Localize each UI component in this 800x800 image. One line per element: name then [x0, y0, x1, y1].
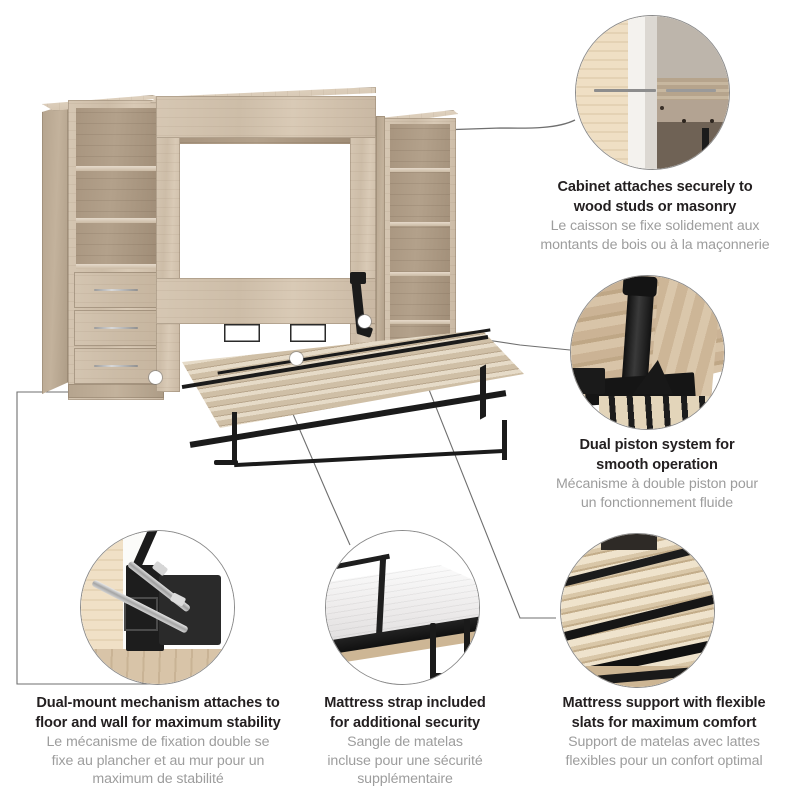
product-image	[28, 82, 528, 468]
caption-fr-line1: Le caisson se fixe solidement aux	[550, 218, 760, 235]
caption-cabinet-mounting: Cabinet attaches securely to wood studs …	[510, 178, 800, 254]
caption-fr-line2: fixe au plancher et au mur pour un	[51, 752, 265, 769]
caption-en-line1: Cabinet attaches securely to	[557, 179, 753, 195]
caption-en-line1: Mattress support with flexible	[562, 695, 766, 711]
caption-en-line2: wood studs or masonry	[573, 198, 737, 215]
detail-photo-mattress-strap	[325, 530, 480, 685]
detail-photo-dual-piston	[570, 275, 725, 430]
caption-fr-line2: incluse pour une sécurité	[327, 752, 483, 769]
caption-fr-line2: flexibles pour un confort optimal	[565, 752, 763, 769]
caption-fr-line1: Mécanisme à double piston pour	[555, 476, 759, 493]
caption-en-line2: floor and wall for maximum stability	[35, 714, 281, 731]
caption-en-line2: for additional security	[329, 714, 481, 731]
caption-fr-line3: supplémentaire	[357, 770, 453, 787]
caption-en-line1: Dual-mount mechanism attaches to	[36, 695, 280, 711]
caption-en-line1: Mattress strap included	[324, 695, 486, 711]
caption-en-line1: Dual piston system for	[579, 437, 735, 453]
caption-fr-line2: montants de bois ou à la maçonnerie	[540, 236, 770, 253]
caption-en-line2: smooth operation	[596, 456, 718, 473]
caption-fr-line1: Support de matelas avec lattes	[568, 734, 760, 751]
caption-fr-line3: maximum de stabilité	[92, 770, 224, 787]
caption-fr-line1: Sangle de matelas	[347, 734, 463, 751]
caption-dual-piston: Dual piston system for smooth operation …	[512, 436, 800, 512]
detail-photo-cabinet-mounting	[575, 15, 730, 170]
caption-dual-mount: Dual-mount mechanism attaches to floor a…	[10, 694, 306, 788]
caption-fr-line1: Le mécanisme de fixation double se	[46, 734, 270, 751]
caption-flexible-slats: Mattress support with flexible slats for…	[528, 694, 800, 770]
detail-photo-dual-mount	[80, 530, 235, 685]
callout-dot-piston	[358, 315, 371, 328]
callout-dot-slats	[290, 352, 303, 365]
caption-fr-line2: un fonctionnement fluide	[580, 494, 734, 511]
caption-mattress-strap: Mattress strap included for additional s…	[296, 694, 514, 788]
support-leg	[232, 412, 237, 464]
callout-dot-mattress-strap	[149, 371, 162, 384]
caption-en-line2: slats for maximum comfort	[571, 714, 757, 731]
detail-photo-flexible-slats	[560, 533, 715, 688]
